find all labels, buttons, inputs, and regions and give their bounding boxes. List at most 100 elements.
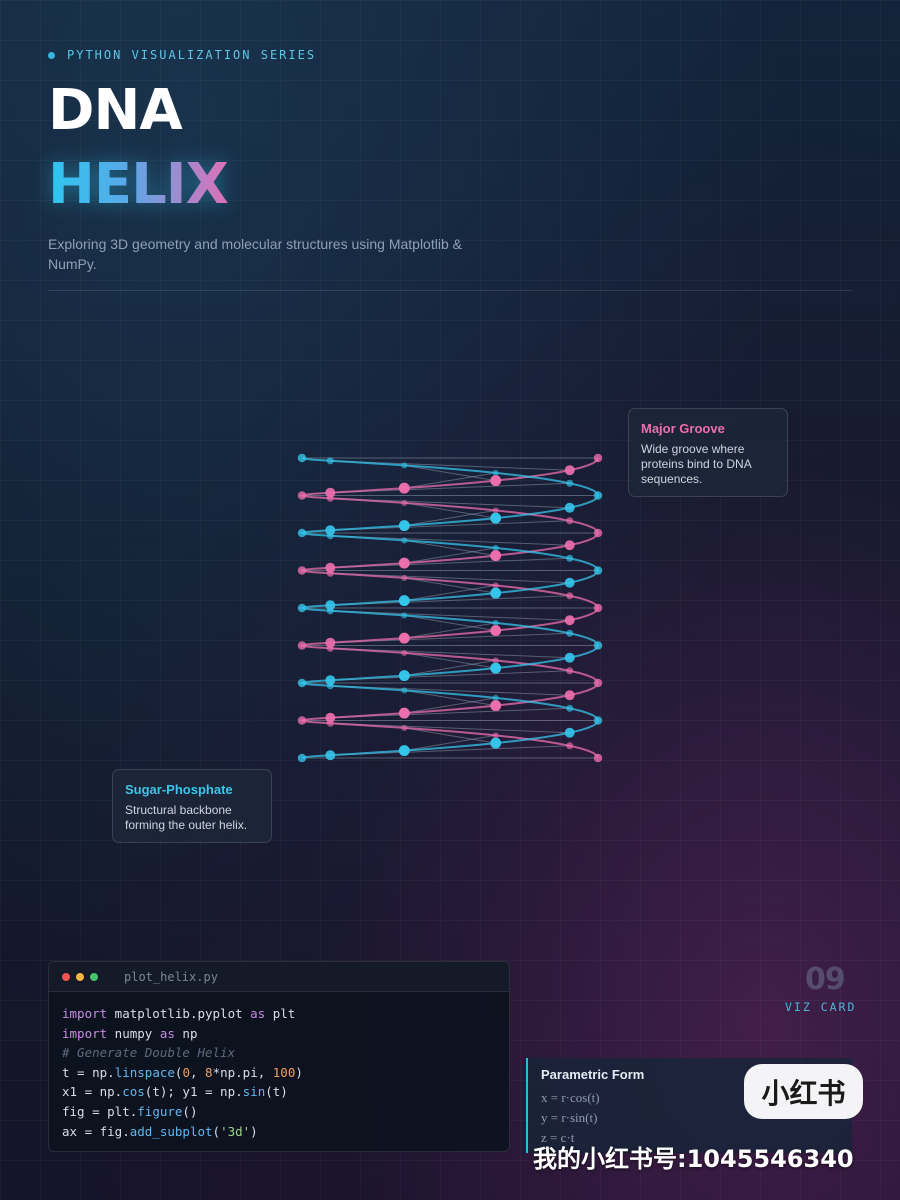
account-watermark: 我的小红书号:1045546340 — [533, 1145, 854, 1173]
parametric-equation-y: y = r·sin(t) — [541, 1110, 598, 1125]
series-label: PYTHON VISUALIZATION SERIES — [48, 48, 316, 62]
base-pair-rung — [404, 464, 496, 482]
strand-a-point — [564, 615, 575, 626]
strand-a-point — [401, 649, 408, 656]
xiaohongshu-logo: 小红书 — [744, 1064, 863, 1119]
strand-b-point — [401, 687, 408, 694]
strand-a-point — [297, 491, 307, 500]
strand-b-point — [492, 469, 499, 476]
strand-a-point — [401, 499, 408, 506]
strand-a-point — [297, 716, 307, 725]
base-pair-rung — [404, 584, 496, 602]
base-pair-rung — [404, 539, 496, 557]
strand-b-point — [297, 528, 307, 538]
major-groove-description: Wide groove where proteins bind to DNA s… — [641, 442, 752, 486]
series-label-text: PYTHON VISUALIZATION SERIES — [67, 48, 317, 62]
strand-b-point — [325, 675, 336, 686]
strand-b-point — [564, 727, 575, 738]
strand-b-point — [566, 704, 574, 712]
strand-a-point — [593, 753, 603, 763]
strand-a-point — [490, 700, 502, 712]
code-body: import matplotlib.pyplot as plt import n… — [49, 992, 509, 1151]
code-line: import numpy as np — [62, 1025, 198, 1041]
parametric-equation-x: x = r·cos(t) — [541, 1090, 600, 1105]
strand-a-point — [593, 603, 603, 613]
strand-b-point — [325, 600, 336, 611]
strand-b-point — [490, 587, 502, 599]
strand-b-point — [566, 629, 574, 637]
strand-a-point — [566, 517, 574, 525]
strand-a-point — [325, 712, 336, 723]
viz-card-label: VIZ CARD — [785, 1000, 857, 1014]
strand-a-point — [564, 540, 575, 551]
strand-b-point — [593, 716, 603, 725]
strand-a-point — [492, 582, 499, 589]
strand-a-point — [564, 465, 575, 476]
page-subtitle: Exploring 3D geometry and molecular stru… — [48, 236, 462, 272]
major-groove-title: Major Groove — [641, 421, 725, 436]
strand-b-point — [492, 619, 499, 626]
parametric-equation-z: z = c·t — [541, 1130, 575, 1145]
strand-b-point — [593, 566, 603, 575]
sugar-phosphate-description: Structural backbone forming the outer he… — [125, 803, 248, 832]
code-window: plot_helix.py import matplotlib.pyplot a… — [48, 961, 510, 1152]
header-divider — [48, 290, 852, 291]
base-pair-rung — [404, 502, 496, 519]
code-line: t = np.linspace(0, 8*np.pi, 100) — [62, 1064, 303, 1080]
code-line: ax = fig.add_subplot('3d') — [62, 1123, 258, 1139]
strand-b-point — [325, 750, 336, 761]
strand-a-point — [325, 487, 336, 498]
base-pair-rung — [404, 577, 496, 594]
strand-b-point — [326, 457, 334, 465]
strand-a-point — [398, 557, 410, 569]
base-pair-rung — [404, 697, 496, 714]
strand-b-point — [593, 491, 603, 500]
code-line: fig = plt.figure() — [62, 1103, 198, 1119]
strand-b-point — [490, 662, 502, 674]
strand-a-point — [490, 550, 502, 562]
strand-a-point — [398, 707, 410, 719]
code-filename: plot_helix.py — [124, 969, 218, 984]
strand-a-point — [593, 453, 603, 463]
strand-a-point — [566, 742, 574, 750]
strand-b-point — [593, 641, 603, 650]
strand-a-point — [398, 482, 410, 494]
strand-b-point — [401, 462, 408, 469]
major-groove-callout: Major Groove Wide groove where proteins … — [628, 408, 788, 497]
strand-b-point — [398, 595, 410, 607]
strand-b-point — [490, 512, 502, 524]
strand-a-point — [325, 562, 336, 573]
minimize-dot-icon — [76, 972, 84, 981]
strand-a-point — [593, 528, 603, 538]
maximize-dot-icon — [90, 972, 98, 981]
strand-b-point — [401, 537, 408, 544]
sugar-phosphate-callout: Sugar-Phosphate Structural backbone form… — [112, 769, 272, 843]
code-line: # Generate Double Helix — [62, 1045, 236, 1061]
code-line: import matplotlib.pyplot as plt — [62, 1006, 296, 1021]
strand-a-point — [564, 690, 575, 701]
base-pair-rung — [404, 547, 496, 564]
strand-b-point — [566, 554, 574, 562]
strand-b-point — [398, 745, 410, 757]
code-window-titlebar: plot_helix.py — [49, 962, 509, 992]
strand-b-point — [566, 479, 574, 487]
strand-a-point — [492, 507, 499, 514]
strand-b-point — [401, 612, 408, 619]
base-pair-rung — [404, 652, 496, 669]
strand-b-point — [297, 678, 307, 688]
base-pair-rung — [404, 509, 496, 527]
strand-a-point — [492, 732, 499, 739]
base-pair-rung — [404, 659, 496, 677]
close-dot-icon — [62, 972, 70, 981]
strand-a-point — [401, 574, 408, 581]
strand-a-point — [398, 632, 410, 644]
strand-b-point — [564, 652, 575, 663]
strand-a-point — [297, 566, 307, 575]
viz-card-number: 09 — [805, 962, 846, 997]
dna-helix-diagram — [297, 453, 603, 763]
page-title-line1: DNA — [48, 78, 183, 143]
strand-a-point — [490, 625, 502, 637]
sugar-phosphate-title: Sugar-Phosphate — [125, 782, 233, 797]
base-pair-rung — [404, 727, 496, 744]
strand-a-point — [492, 657, 499, 664]
